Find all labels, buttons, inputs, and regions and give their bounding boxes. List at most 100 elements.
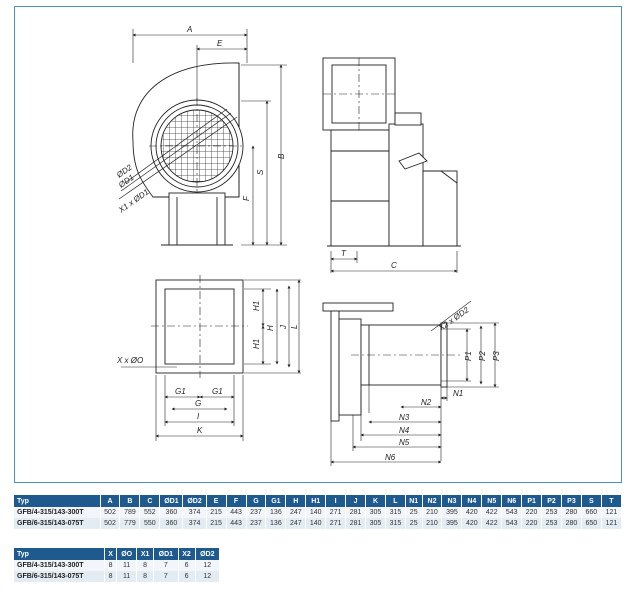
- table-cell: GFB/6-315/143-075T: [14, 571, 106, 582]
- table-cell: 140: [305, 518, 327, 529]
- table-cell: 12: [195, 571, 221, 582]
- table-cell: 6: [178, 560, 196, 571]
- front-view: [118, 29, 287, 246]
- dim-G1a-label: G1: [175, 387, 186, 396]
- table-cell: 660: [581, 507, 602, 518]
- table-cell: GFB/4-315/143-300T: [14, 507, 101, 518]
- column-header: L: [385, 495, 406, 507]
- dim-H1a-label: H1: [252, 301, 261, 311]
- table-cell: 8: [136, 571, 155, 582]
- column-header: A: [100, 495, 121, 507]
- table-cell: 253: [541, 518, 562, 529]
- column-header: J: [345, 495, 367, 507]
- column-header: P2: [541, 495, 562, 507]
- column-header: ØD2: [182, 495, 207, 507]
- column-header: H: [285, 495, 307, 507]
- table-cell: 315: [385, 507, 406, 518]
- column-header: K: [365, 495, 386, 507]
- dim-N3-label: N3: [399, 413, 410, 422]
- table-cell: 543: [501, 518, 523, 529]
- table-cell: 136: [265, 518, 287, 529]
- dim-K-label: K: [197, 426, 203, 435]
- dim-G-label: G: [195, 399, 201, 408]
- table-cell: 281: [345, 507, 367, 518]
- column-header: P1: [521, 495, 543, 507]
- table-cell: 271: [325, 507, 347, 518]
- table-cell: 502: [100, 507, 121, 518]
- table-cell: 11: [116, 571, 138, 582]
- table-cell: 422: [481, 507, 503, 518]
- dim-N4-label: N4: [399, 426, 410, 435]
- table-cell: 360: [159, 518, 184, 529]
- table-cell: 140: [305, 507, 327, 518]
- table-cell: 550: [139, 518, 161, 529]
- column-header: X1: [136, 548, 155, 560]
- table-cell: 271: [325, 518, 347, 529]
- dim-P2-label: P2: [478, 351, 487, 361]
- dim-X1D1-label: X1 x ØD1: [116, 187, 150, 215]
- column-header: N2: [422, 495, 443, 507]
- table-cell: 7: [153, 571, 179, 582]
- table-cell: 374: [182, 507, 207, 518]
- table-cell: 215: [206, 507, 227, 518]
- column-header: G1: [265, 495, 287, 507]
- column-header: T: [601, 495, 623, 507]
- column-header: N3: [441, 495, 463, 507]
- dim-XO-label: X x ØO: [116, 356, 143, 365]
- table-cell: 779: [119, 518, 141, 529]
- column-header: Typ: [14, 495, 101, 507]
- table-cell: 237: [246, 507, 267, 518]
- dim-S-label: S: [256, 169, 265, 175]
- table-cell: 443: [226, 507, 247, 518]
- dim-P1-label: P1: [464, 351, 473, 361]
- table-cell: GFB/6-315/143-075T: [14, 518, 101, 529]
- dim-J-label: J: [279, 324, 288, 330]
- dim-G1b-label: G1: [212, 387, 223, 396]
- dim-T-label: T: [341, 249, 347, 258]
- side-view: [322, 57, 461, 273]
- table-cell: 253: [541, 507, 562, 518]
- table-cell: 420: [461, 507, 483, 518]
- table-cell: 25: [405, 518, 423, 529]
- table-cell: 7: [153, 560, 179, 571]
- table-cell: 305: [365, 507, 386, 518]
- table-cell: 543: [501, 507, 523, 518]
- dim-H1b-label: H1: [252, 339, 261, 349]
- table-cell: 121: [601, 518, 623, 529]
- table-cell: 6: [178, 571, 196, 582]
- column-header: ØO: [116, 548, 138, 560]
- table-cell: 360: [159, 507, 184, 518]
- table-cell: 136: [265, 507, 287, 518]
- column-header: ØD2: [195, 548, 221, 560]
- table-cell: 247: [285, 507, 307, 518]
- dim-F-label: F: [242, 195, 251, 201]
- dim-N1-label: N1: [453, 389, 463, 398]
- dim-I-label: I: [197, 412, 200, 421]
- dim-E-label: E: [217, 39, 223, 48]
- column-header: X2: [178, 548, 196, 560]
- dim-C-label: C: [391, 261, 397, 270]
- column-header: F: [226, 495, 247, 507]
- column-header: B: [119, 495, 141, 507]
- column-header: Typ: [14, 548, 106, 560]
- table-cell: 305: [365, 518, 386, 529]
- column-header: N4: [461, 495, 483, 507]
- table-cell: 395: [441, 518, 463, 529]
- column-header: X: [104, 548, 118, 560]
- table-cell: 25: [405, 507, 423, 518]
- column-header: E: [206, 495, 227, 507]
- table-cell: 280: [561, 507, 582, 518]
- column-header: G: [246, 495, 267, 507]
- table-cell: 281: [345, 518, 367, 529]
- column-header: N6: [501, 495, 523, 507]
- table-cell: 121: [601, 507, 623, 518]
- table-cell: 11: [116, 560, 138, 571]
- table-cell: 12: [195, 560, 221, 571]
